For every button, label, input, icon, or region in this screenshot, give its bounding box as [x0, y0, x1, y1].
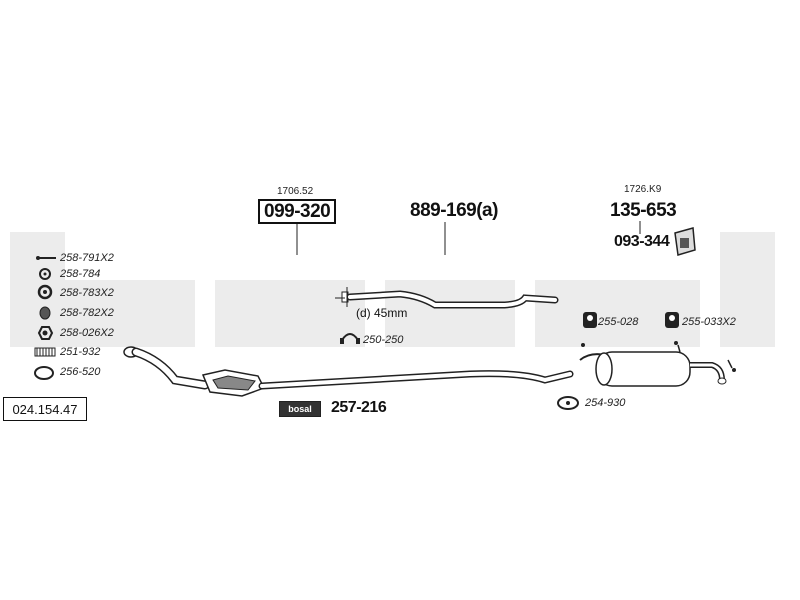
spring-icon — [34, 347, 56, 357]
small-part-label: 258-026X2 — [60, 327, 114, 339]
heat-shield-code[interactable]: 093-344 — [614, 233, 670, 250]
spring-washer-icon — [37, 284, 53, 300]
hex-nut-icon — [37, 326, 54, 340]
middle-pipe-code[interactable]: 889-169(a) — [410, 200, 498, 221]
washer-icon — [39, 268, 51, 280]
rubber-hanger-icon — [583, 312, 597, 328]
nut-icon — [39, 306, 51, 320]
rear-silencer-code[interactable]: 135-653 — [610, 200, 677, 221]
catalyst-ref: 1706.52 — [277, 186, 314, 197]
catalyst-code[interactable]: 099-320 — [258, 199, 337, 224]
clamp-front-label: 250-250 — [363, 334, 404, 346]
small-part-label: 258-791X2 — [60, 252, 114, 264]
pipe-diameter-note: (d) 45mm — [356, 306, 408, 320]
clamp-icon — [557, 396, 579, 410]
small-part-label: 256-520 — [60, 366, 101, 378]
bolt-icon — [36, 256, 56, 260]
mounting-kit-code[interactable]: 257-216 — [331, 399, 387, 416]
clamp-icon — [340, 333, 360, 344]
catalyst-pipe — [123, 346, 574, 397]
part-number-box: 024.154.47 — [3, 397, 87, 421]
heat-shield-icon — [674, 227, 696, 256]
rubber-hanger-1-label: 255-028 — [598, 316, 639, 328]
rear-silencer-ref: 1726.K9 — [624, 184, 662, 195]
small-part-label: 258-782X2 — [60, 307, 114, 319]
rubber-hanger-icon — [665, 312, 679, 328]
rubber-hanger-2-label: 255-033X2 — [682, 316, 736, 328]
clamp-rear-label: 254-930 — [585, 397, 626, 409]
small-part-label: 258-783X2 — [60, 287, 114, 299]
gasket-ring-icon — [34, 366, 54, 380]
rear-silencer — [579, 341, 736, 387]
small-part-label: 258-784 — [60, 268, 101, 280]
bosal-kit-badge: bosal — [279, 401, 321, 417]
small-part-label: 251-932 — [60, 346, 101, 358]
middle-pipe — [335, 287, 559, 309]
